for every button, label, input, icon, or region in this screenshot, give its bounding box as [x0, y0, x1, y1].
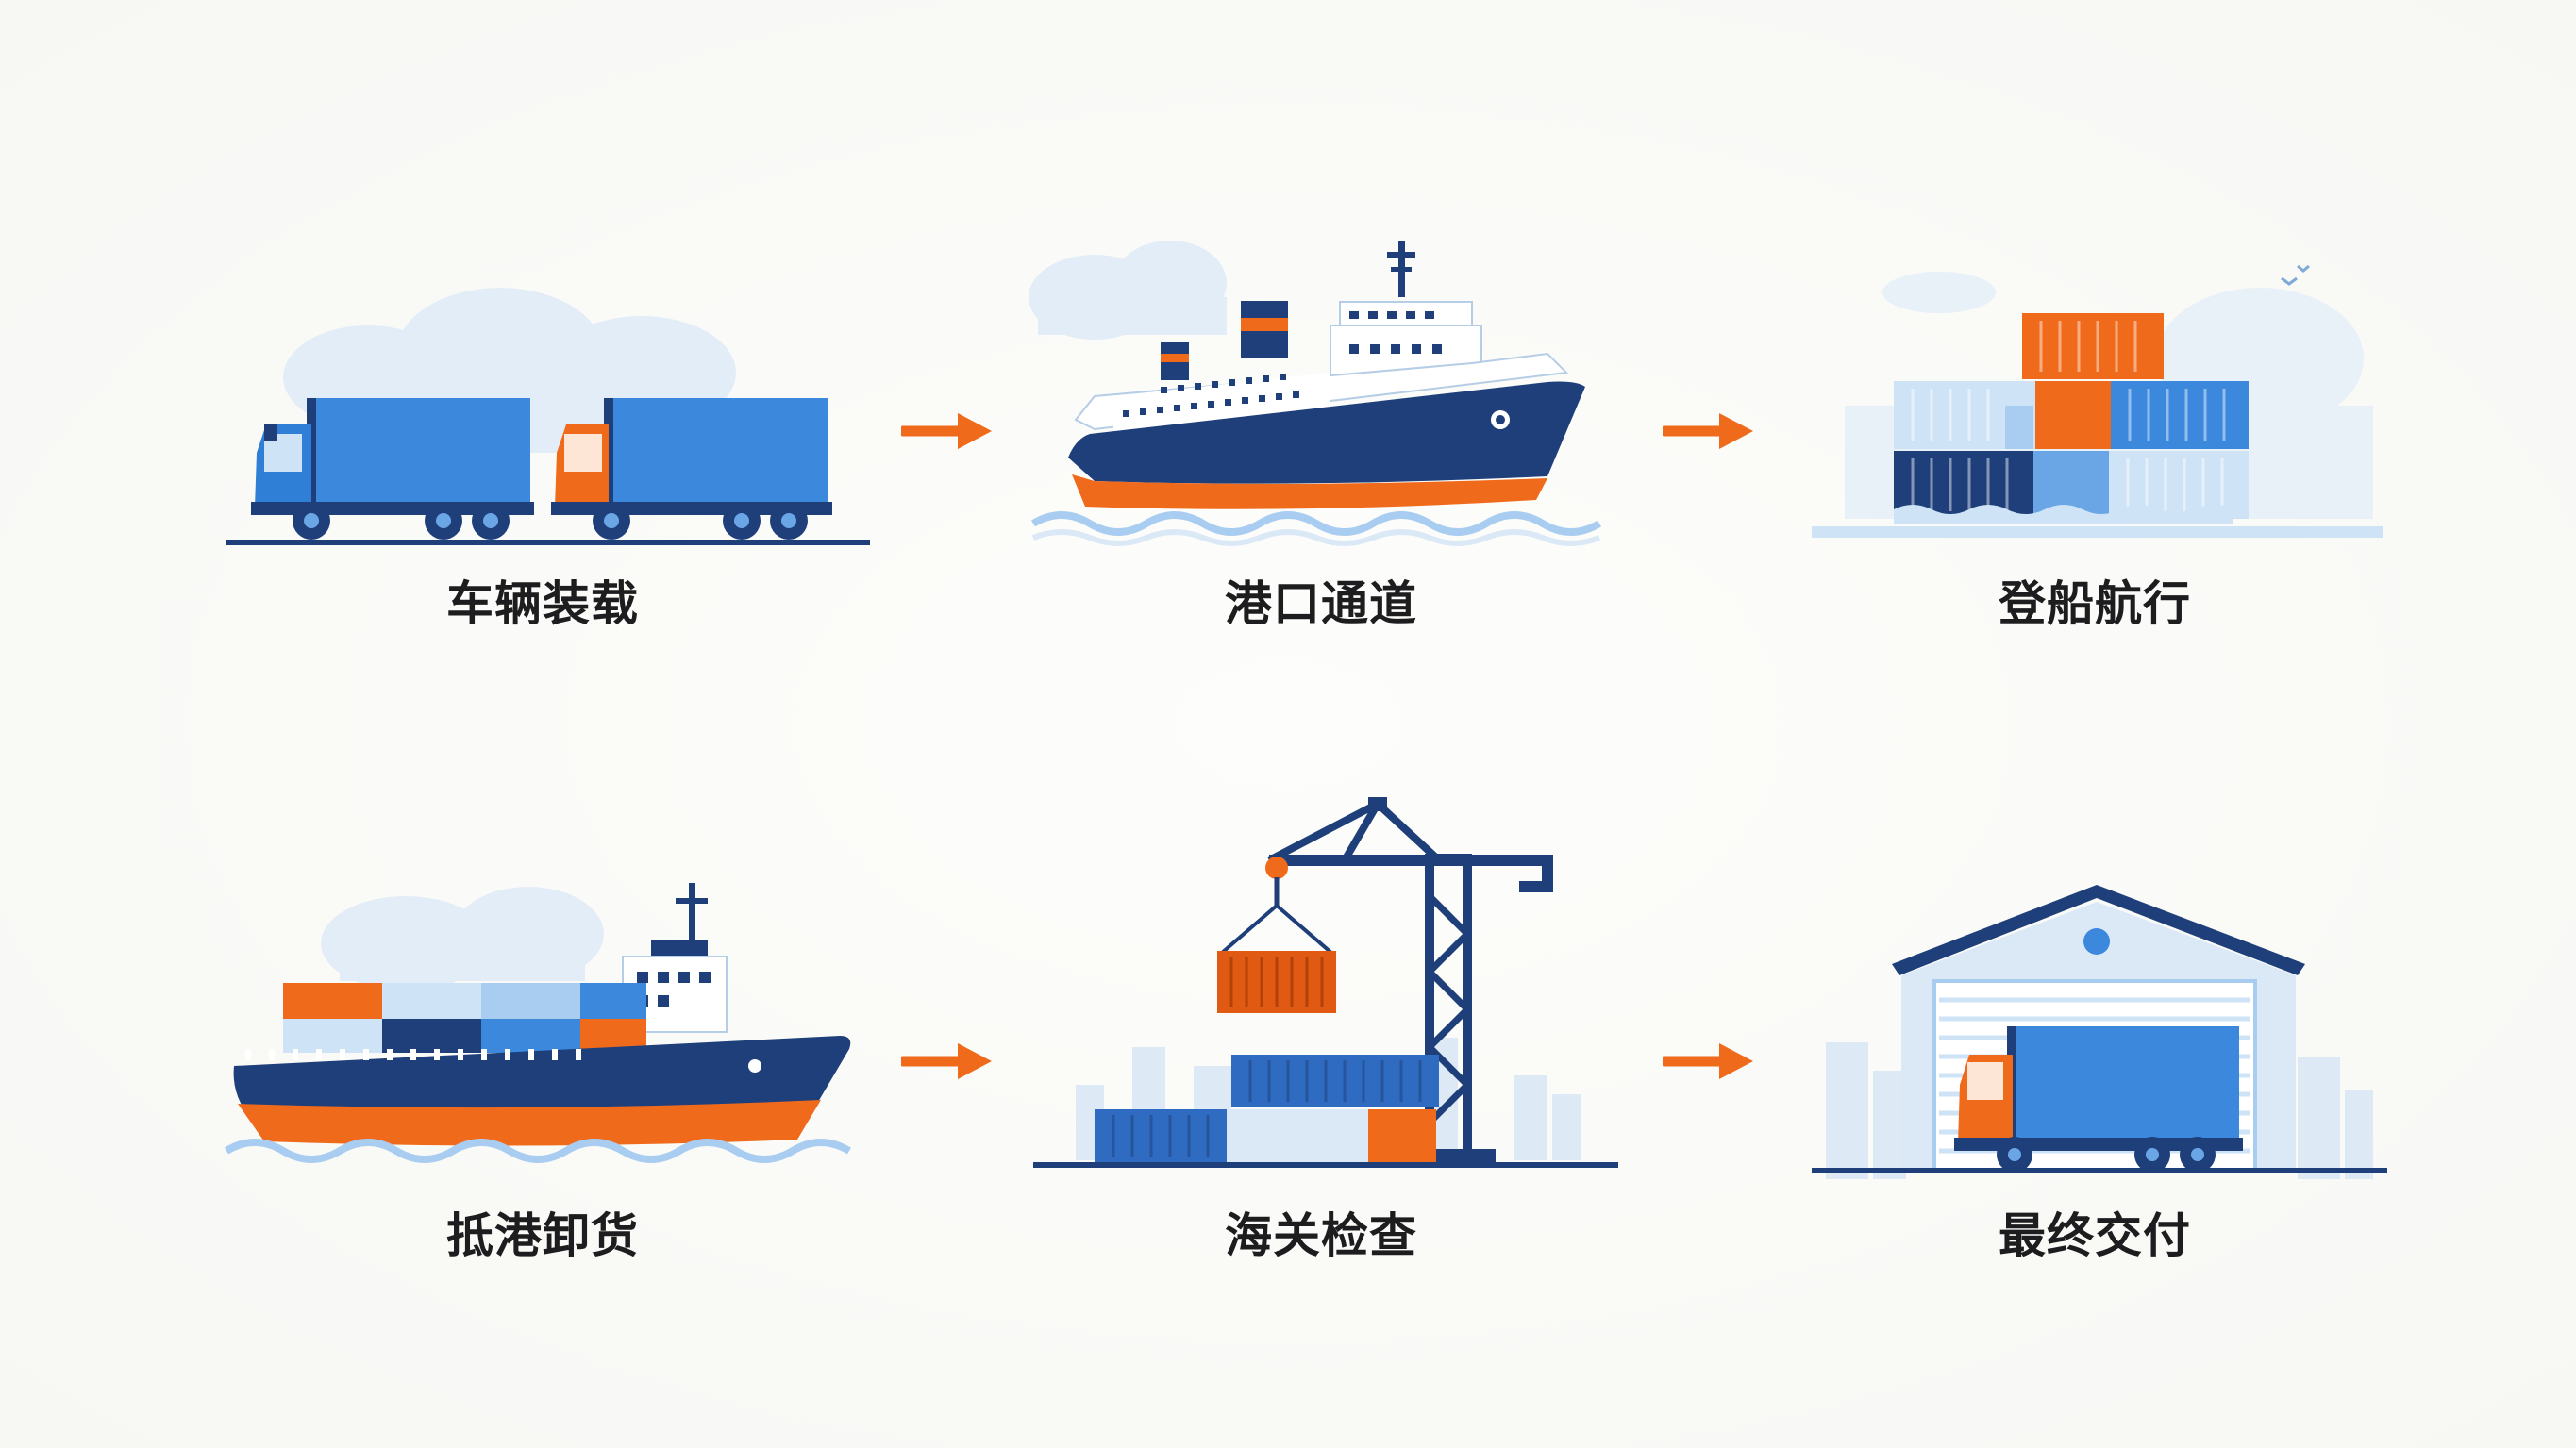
- arrow-right-icon: [901, 1043, 992, 1079]
- ground-line: [1033, 1162, 1618, 1168]
- bird-icon: [2281, 264, 2310, 286]
- cargo-ship-icon: [233, 883, 851, 1146]
- container-icon: [1894, 313, 2249, 519]
- containers-illustration: [1812, 264, 2383, 538]
- cargo-ship-illustration: [224, 883, 852, 1163]
- cloud-icon: [1029, 241, 1227, 340]
- truck-icon: [251, 398, 534, 540]
- step-label-vehicle-loading: 车辆装载: [446, 576, 639, 631]
- city-skyline: [1826, 1042, 2373, 1179]
- ground-line: [226, 540, 870, 545]
- trucks-illustration: [226, 288, 870, 545]
- truck-icon: [1954, 1026, 2243, 1173]
- step-label-arrival-unloading: 抵港卸货: [446, 1208, 639, 1263]
- step-label-customs-inspection: 海关检查: [1225, 1208, 1417, 1263]
- step-label-boarding-voyage: 登船航行: [1999, 576, 2191, 631]
- crane-illustration: [1033, 797, 1618, 1168]
- warehouse-illustration: [1812, 885, 2387, 1179]
- arrow-right-icon: [1663, 413, 1753, 449]
- container-icon: [1095, 1055, 1439, 1162]
- ground-line: [1812, 1168, 2387, 1173]
- ship-illustration: [1029, 241, 1602, 546]
- cloud-icon: [321, 887, 604, 990]
- crane-icon: [1217, 797, 1553, 1165]
- arrow-right-icon: [1663, 1043, 1753, 1079]
- water-waves: [1030, 511, 1602, 536]
- ship-icon: [1068, 241, 1585, 509]
- truck-icon: [551, 398, 832, 540]
- step-label-final-delivery: 最终交付: [1999, 1208, 2191, 1263]
- arrow-right-icon: [901, 413, 992, 449]
- step-label-port-passage: 港口通道: [1225, 576, 1417, 631]
- water-waves: [224, 1139, 852, 1163]
- ground-line: [1812, 526, 2383, 538]
